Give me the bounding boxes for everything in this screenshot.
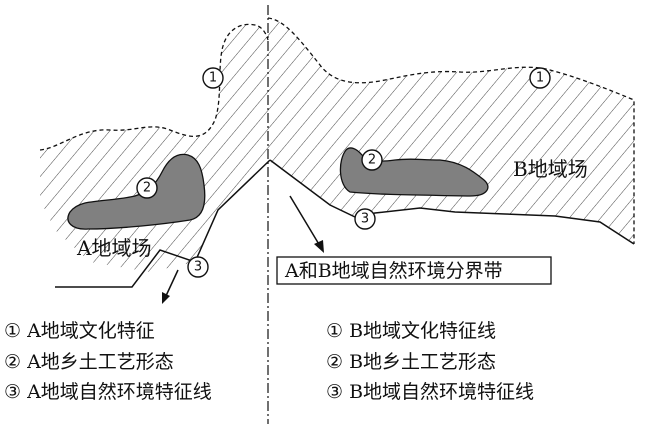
craft-shape-a [67,153,206,230]
marker-a-3: 3 [187,256,209,278]
arrow-b-head [314,240,324,253]
environment-line-b [269,159,635,245]
svg-text:3: 3 [361,212,369,227]
region-b-field [268,18,634,244]
legend-right-2: ② B地乡土工艺形态 [326,351,496,373]
region-b-culture-line [267,17,635,244]
region-a-field [40,24,268,273]
marker-a-1: 1 [202,67,224,89]
legend-right-1: ① B地域文化特征线 [326,320,496,342]
marker-b-2: 2 [361,149,383,171]
region-a-culture-line [39,23,269,151]
arrow-a-head [162,292,170,304]
boundary-label: A和B地域自然环境分界带 [284,260,503,282]
svg-text:3: 3 [194,260,202,275]
legend-left-2: ② A地乡土工艺形态 [4,351,174,373]
svg-text:2: 2 [143,181,151,196]
marker-b-1: 1 [529,67,551,89]
arrow-a-shaft [164,269,179,299]
marker-a-2: 2 [136,177,158,199]
environment-line-a [55,159,271,288]
legend-left-1: ① A地域文化特征 [4,320,155,342]
region-a-label: A地域场 [76,236,151,260]
svg-text:1: 1 [209,71,217,86]
arrow-b-shaft [289,195,321,247]
svg-text:2: 2 [368,153,376,168]
legend-left-3: ③ A地域自然环境特征线 [4,381,212,403]
boundary-label-box [276,256,552,285]
marker-b-3: 3 [354,208,376,230]
legend-right-3: ③ B地域自然环境特征线 [326,381,534,403]
svg-text:1: 1 [536,71,544,86]
region-b-label: B地域场 [513,157,588,181]
